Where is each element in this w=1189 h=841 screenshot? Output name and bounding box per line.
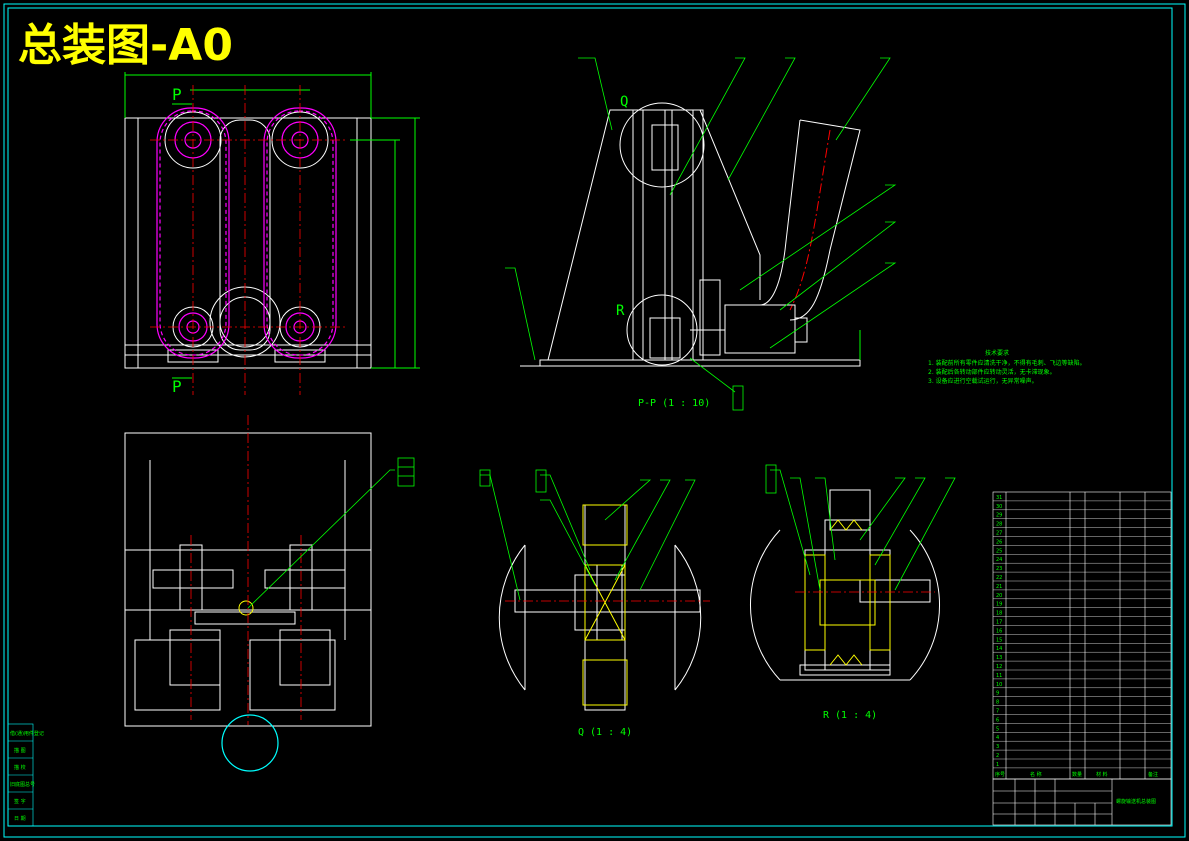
table-row-number: 27 — [996, 531, 1002, 537]
table-row-number: 28 — [996, 522, 1002, 528]
note-line-2: 2. 装配后各转动部件应转动灵活，无卡滞现象。 — [928, 368, 1056, 376]
table-row-number: 26 — [996, 539, 1002, 545]
table-row-number: 30 — [996, 504, 1002, 510]
detail-q-view — [498, 504, 702, 711]
table-row-number: 16 — [996, 628, 1002, 634]
outer-border — [3, 3, 1186, 838]
inner-border — [7, 7, 1173, 827]
stamp-row-3: 描 校 — [14, 764, 26, 771]
detail-q-marker: Q — [620, 94, 628, 110]
table-row-number: 18 — [996, 611, 1002, 617]
table-row-number: 2 — [996, 753, 999, 759]
table-row-number: 7 — [996, 709, 999, 715]
technical-notes: 技术要求 1. 装配前所有零件应清洗干净，不得有毛刺、飞边等缺陷。 2. 装配后… — [928, 349, 1086, 385]
note-line-3: 3. 设备应进行空载试运行，无异常噪声。 — [928, 377, 1038, 385]
table-row-number: 13 — [996, 655, 1002, 661]
table-row-number: 5 — [996, 726, 999, 732]
table-row-number: 4 — [996, 735, 999, 741]
table-row-number: 25 — [996, 548, 1002, 554]
stamp-row-5: 签 字 — [14, 798, 26, 805]
table-row-number: 15 — [996, 637, 1002, 643]
table-row-number: 8 — [996, 700, 999, 706]
spout-centerline — [789, 129, 831, 311]
detail-r-marker: R — [616, 303, 625, 319]
table-row-number: 23 — [996, 566, 1002, 572]
stamp-row-4: 旧底图总号 — [10, 781, 35, 788]
table-row-number: 24 — [996, 557, 1002, 563]
detail-q-gear — [582, 504, 628, 706]
table-row-number: 12 — [996, 664, 1002, 670]
belt-drive — [156, 107, 337, 359]
detail-r-leaders — [765, 464, 956, 591]
col-header-remark: 备注 — [1148, 771, 1158, 778]
col-header-name: 名 称 — [1030, 771, 1042, 778]
stamp-row-6: 日 期 — [14, 816, 26, 822]
left-stamp — [7, 723, 34, 827]
table-row-number: 9 — [996, 691, 999, 697]
detail-q-label: Q (1 : 4) — [578, 727, 632, 738]
stamp-row-2: 描 图 — [14, 747, 26, 754]
section-label-top: P — [172, 85, 182, 104]
note-line-1: 1. 装配前所有零件应清洗干净，不得有毛刺、飞边等缺陷。 — [928, 359, 1086, 367]
left-stamp-labels: 借(通)用件登记 描 图 描 校 旧底图总号 签 字 日 期 — [10, 730, 44, 822]
table-row-number: 1 — [996, 762, 999, 768]
detail-r-view — [750, 489, 940, 681]
table-row-number: 21 — [996, 584, 1002, 590]
table-row-number: 6 — [996, 717, 999, 723]
col-header-index: 序号 — [995, 771, 1005, 778]
notes-heading: 技术要求 — [985, 349, 1009, 357]
table-row-number: 20 — [996, 593, 1002, 599]
title-block — [992, 778, 1172, 826]
detail-q-leaders — [479, 469, 696, 601]
section-view-label: P-P (1 : 10) — [638, 398, 710, 409]
top-view-centerlines — [190, 415, 302, 725]
parts-table-rows: 3130292827262524232221201918171615141312… — [993, 495, 1171, 769]
table-row-number: 29 — [996, 513, 1002, 519]
detail-r-label: R (1 : 4) — [823, 710, 877, 721]
col-header-material: 材 料 — [1096, 771, 1108, 778]
table-row-number: 17 — [996, 620, 1002, 626]
section-label-bottom: P — [172, 377, 182, 396]
parts-table-header: 序号 名 称 数量 材 料 备注 — [995, 771, 1158, 778]
top-view-leaders — [247, 457, 415, 609]
table-row-number: 14 — [996, 646, 1002, 652]
front-view-centerlines — [150, 85, 345, 395]
tube-section — [221, 714, 279, 772]
table-row-number: 11 — [996, 673, 1002, 679]
col-header-qty: 数量 — [1072, 771, 1082, 778]
drawing-title: 总装图-A0 — [18, 20, 233, 71]
table-row-number: 31 — [996, 495, 1002, 501]
table-row-number: 19 — [996, 602, 1002, 608]
stamp-row-1: 借(通)用件登记 — [10, 730, 44, 737]
parts-table — [992, 491, 1172, 780]
table-row-number: 3 — [996, 744, 999, 750]
detail-r-gear — [804, 519, 891, 666]
section-pp-view — [520, 102, 861, 367]
section-markers: P P — [172, 85, 192, 396]
table-row-number: 10 — [996, 682, 1002, 688]
detail-markers: Q R — [616, 94, 628, 319]
title-block-name: 螺旋输送机总装图 — [1116, 798, 1156, 805]
table-row-number: 22 — [996, 575, 1002, 581]
section-pp-leaders — [505, 57, 897, 411]
